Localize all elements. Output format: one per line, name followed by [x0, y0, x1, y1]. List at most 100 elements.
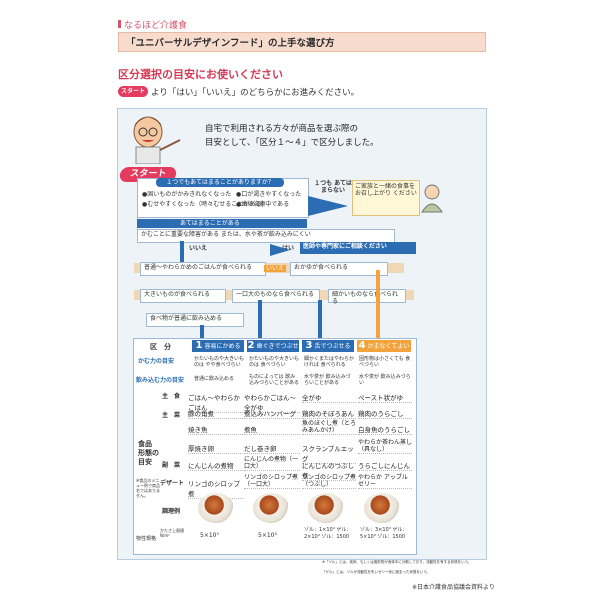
- dish-photo-1: [198, 493, 234, 523]
- col-4-num: 4: [358, 340, 366, 351]
- q3-box: 普通～やわらかめのごはんが食べられる: [140, 262, 266, 276]
- family-meal-box: ご家族と一緒の食事を お召し上がり ください: [352, 180, 420, 216]
- dish-photo-4: [364, 493, 400, 523]
- main-1-1: 豚の角煮: [188, 408, 243, 419]
- row-label-dessert: デザート: [160, 480, 185, 487]
- q2-title-bar: [137, 219, 307, 228]
- start-badge: スタート: [118, 86, 148, 97]
- swallow-label: 飲み込む力の目安: [136, 377, 185, 384]
- down-arrow-icon: [376, 270, 380, 338]
- main-3-1: 厚焼き卵: [188, 443, 243, 454]
- q1-item-4: ●歯の治療中である: [236, 201, 290, 208]
- swallow-value-4: 水や茶が 飲み込みづらい: [359, 374, 411, 386]
- main-1-2: 煮込みハンバーグ: [244, 408, 300, 419]
- intro-line-1: 自宅で利用される方々が商品を選ぶ際の: [205, 124, 359, 134]
- main-2-2: 煮魚: [244, 424, 300, 435]
- q4-right-box: 細かいものなら食べられる: [328, 289, 406, 305]
- main-1-3: 鶏肉のそぼろあん: [302, 410, 356, 419]
- staple-3: 全がゆ: [302, 392, 356, 403]
- source-note: ※日本介護食品協議会資料より: [412, 584, 495, 591]
- teacher-illustration: [124, 112, 182, 165]
- spec-value-1: 5×10⁵: [200, 532, 219, 539]
- main-1-4: 鶏肉のうらごし: [358, 408, 412, 419]
- col-header-4: 4 かまなくてよい: [357, 340, 411, 352]
- q1-item-1: ●固いものがかみきれなくなった: [142, 191, 232, 198]
- q2-title: あてはまることがある: [180, 220, 240, 227]
- col-4-name: かまなくてよい: [367, 343, 410, 350]
- spec-value-2: 5×10⁴: [258, 532, 277, 539]
- q4-mid-box: 一口大のものなら食べられる: [232, 289, 320, 303]
- none-apply-label: １つも あてはまらない: [314, 180, 352, 194]
- arrow-right-icon: [270, 244, 290, 256]
- row-label-staple: 主 食: [162, 393, 181, 400]
- chew-value-3: 細かくまたはやわらかければ 食べられる: [304, 356, 355, 368]
- question-1-box: １つでもあてはまることがありますか？ ●固いものがかみきれなくなった ●口が渇き…: [137, 178, 309, 218]
- side-4: うらごしにんじん: [358, 462, 412, 471]
- title-bar: [118, 32, 486, 52]
- q3-result-box: おかゆが食べられる: [290, 262, 388, 276]
- swallow-value-3: 水や茶が 飲み込みづらいことがある: [304, 374, 351, 386]
- dish-photo-2: [253, 493, 289, 523]
- consult-box: 医師や専門家にご相談ください: [300, 242, 416, 254]
- row-label-side: 副 菜: [162, 462, 181, 469]
- spec-label: 物性規格: [136, 536, 157, 542]
- q2-box: かむことに重要な障害がある または、水や茶が飲み込みにくい: [137, 229, 395, 243]
- staple-1: ごはん～やわらかごはん: [188, 392, 243, 413]
- footnote-2: 「ゲル」とは、ゾルが流動性を失いゼリー状に固まった状態をいう。: [322, 570, 431, 574]
- down-arrow-icon: [258, 300, 262, 338]
- q4-box: 大きいものが食べられる: [140, 289, 226, 303]
- dessert-2: リンゴのシロップ煮（一口大）: [244, 474, 300, 489]
- section-heading: 区分選択の目安にお使いください: [118, 68, 283, 81]
- footnote-1: ※「ゾル」とは、液体、もしくは固形物が液体中に分散しており、流動性を有する状態を…: [322, 560, 472, 564]
- col-1-num: 1: [195, 340, 203, 351]
- row-label-main: 主 菜: [162, 412, 181, 419]
- main-3-4: やわらか茶わん蒸し（具なし）: [358, 439, 413, 454]
- q1-item-2: ●口が渇きやすくなった: [236, 191, 302, 198]
- intro-line-2: 目安として、「区分１～４」で区分しました。: [205, 138, 379, 148]
- spec-sub-label: かたさ上限値 N/m²: [160, 528, 184, 538]
- q1-item-3: ●むせやすくなった（時々むせることがある）: [142, 201, 268, 208]
- food-form-label: 食品 形態の 目安: [138, 440, 159, 466]
- swallow-value-2: ものによっては 飲み込みづらいことがある: [249, 374, 300, 386]
- example-label: 調理例: [162, 508, 181, 515]
- spec-value-4: ゾル：3×10³ ゲル：5×10³ ゾル：1500: [360, 527, 408, 540]
- col-2-num: 2: [247, 340, 255, 351]
- no-label: いいえ: [189, 245, 208, 252]
- main-2-1: 焼き魚: [188, 424, 243, 435]
- q3-no-label: いいえ: [264, 265, 287, 272]
- dessert-4: やわらか アップルゼリー: [358, 474, 412, 489]
- main-3-2: だし巻き卵: [244, 443, 300, 454]
- header-marker: [118, 20, 121, 28]
- main-2-4: 白身魚のうらごし: [358, 426, 412, 435]
- col-header-1: 1 容易にかめる: [192, 340, 244, 352]
- swallow-value-1: 普通に飲み込める: [194, 376, 235, 382]
- dish-photo-3: [308, 493, 344, 523]
- q5-box: 食べ物が普通に飲み込める: [146, 313, 244, 327]
- dessert-3: リンゴのシロップ煮（つぶし）: [302, 474, 357, 489]
- page-title: 「ユニバーサルデザインフード」の上手な選び方: [126, 38, 335, 49]
- side-2: にんじんの煮物（一口大）: [244, 456, 300, 471]
- col-3-num: 3: [305, 340, 313, 351]
- spec-value-3: ゾル：1×10⁴ ゲル：2×10⁴ ゾル：1500: [304, 527, 352, 540]
- staple-2: やわらかごはん～全がゆ: [244, 392, 300, 413]
- chew-value-4: 固形物は小さくても 食べづらい: [359, 356, 411, 368]
- chew-value-2: かたいものや大きいものは 食べづらい: [249, 356, 300, 368]
- col-3-name: 舌でつぶせる: [314, 343, 351, 350]
- table-header-label: 区 分: [150, 343, 171, 351]
- instruction-text: より「はい」「いいえ」のどちらかにお進みください。: [151, 88, 360, 98]
- main-2-3: 魚のほぐし煮（とろみあんかけ）: [302, 420, 357, 435]
- chew-value-1: かたいものや大きいものは やや食べづらい: [194, 356, 245, 368]
- side-3: にんじんのつぶし煮: [302, 462, 356, 481]
- elderly-person-illustration: [416, 182, 448, 214]
- col-header-3: 3 舌でつぶせる: [302, 340, 354, 352]
- main-3-3: スクランブルエッグ: [302, 443, 356, 464]
- down-arrow-icon: [180, 241, 184, 265]
- down-arrow-icon: [200, 325, 204, 338]
- category-label: なるほど介護食: [124, 21, 188, 31]
- col-2-name: 歯ぐきでつぶせる: [256, 343, 299, 360]
- chew-label: かむ力の目安: [138, 358, 175, 365]
- intro-text: 自宅で利用される方々が商品を選ぶ際の 目安として、「区分１～４」で区分しました。: [205, 122, 379, 150]
- food-form-note: ※食品のメニュー例で商品名ではありません。: [136, 478, 160, 498]
- col-header-2: 2 歯ぐきでつぶせる: [247, 340, 299, 360]
- down-arrow-icon: [318, 300, 322, 338]
